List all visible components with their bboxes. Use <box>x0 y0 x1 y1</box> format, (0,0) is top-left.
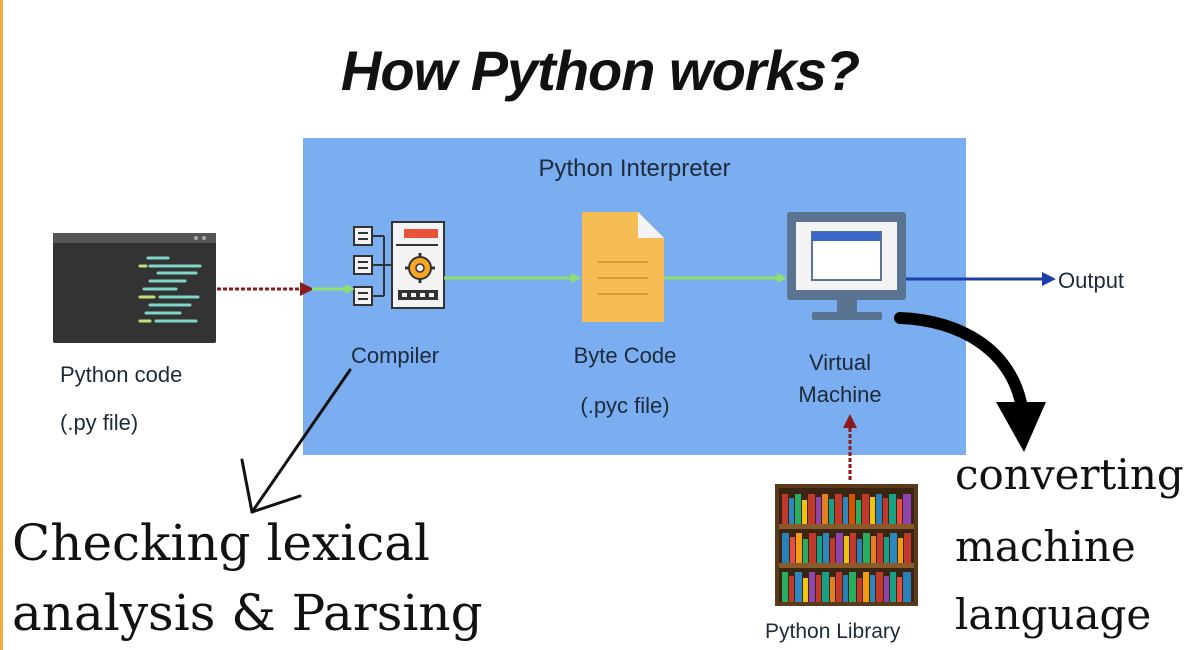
annotation-arrow-parsing <box>240 368 352 514</box>
page-title: How Python works? <box>340 39 860 102</box>
bytecode-label-1: Byte Code <box>573 343 677 368</box>
annotation-converting-1: converting <box>955 450 1184 499</box>
annotation-converting-3: language <box>955 590 1152 639</box>
output-label: Output <box>1058 268 1125 293</box>
annotation-converting-2: machine <box>955 522 1136 571</box>
vm-label-1: Virtual <box>809 350 871 375</box>
compiler-icon <box>353 221 445 309</box>
bytecode-label-2: (.pyc file) <box>580 393 670 418</box>
annotation-parsing-2: analysis & Parsing <box>12 584 483 642</box>
code-window-icon <box>53 233 216 343</box>
bookshelf-icon <box>775 484 918 606</box>
annotation-arrow-converting <box>894 312 1046 452</box>
annotation-parsing-1: Checking lexical <box>12 514 431 572</box>
source-label-2: (.py file) <box>60 410 139 435</box>
source-label-1: Python code <box>60 362 183 387</box>
vm-label-2: Machine <box>798 382 882 407</box>
file-icon <box>582 212 664 322</box>
library-label: Python Library <box>765 620 901 643</box>
compiler-label: Compiler <box>350 343 440 368</box>
monitor-icon <box>787 212 906 320</box>
frame-border <box>0 0 3 650</box>
interpreter-label: Python Interpreter <box>538 155 731 182</box>
